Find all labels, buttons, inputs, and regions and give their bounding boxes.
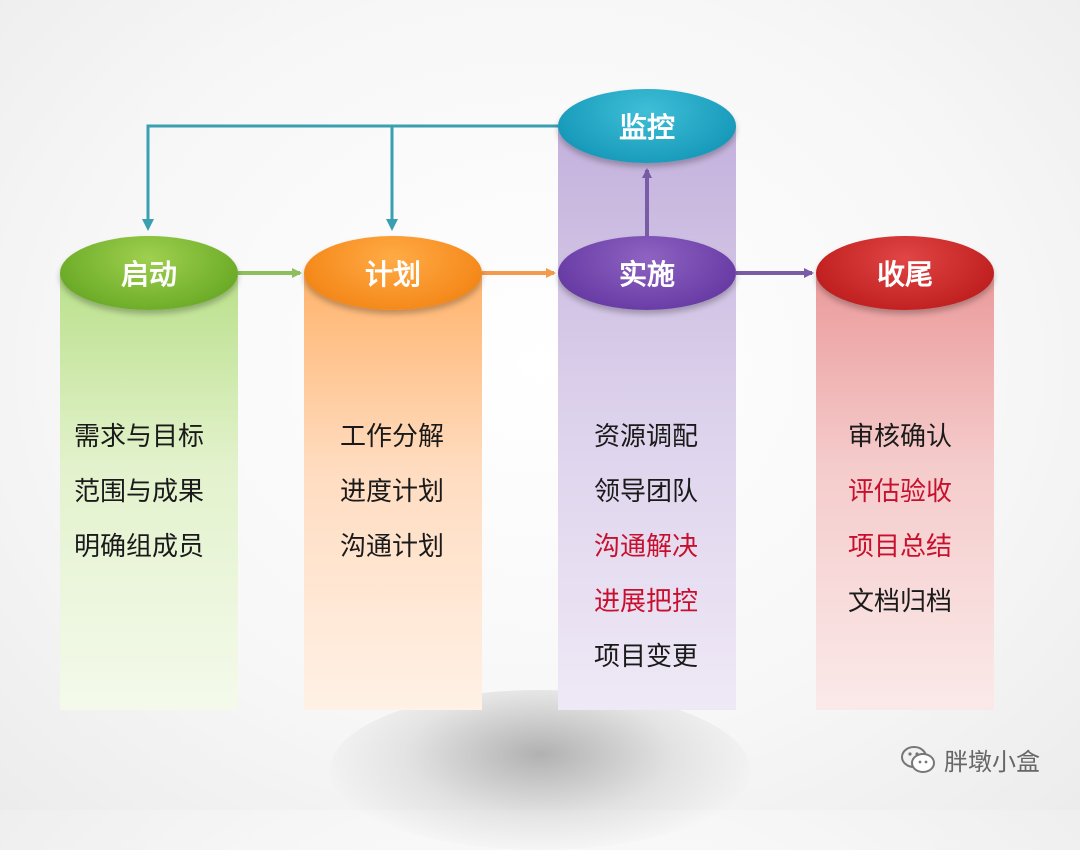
plan-column bbox=[304, 272, 482, 710]
list-item: 明确组成员 bbox=[74, 532, 205, 562]
list-item: 资源调配 bbox=[594, 422, 699, 452]
close-items: 审核确认 评估验收 项目总结 文档归档 bbox=[848, 410, 952, 630]
list-item: 沟通计划 bbox=[340, 532, 445, 562]
list-item: 沟通解决 bbox=[594, 532, 699, 562]
monitor-label: 监控 bbox=[618, 111, 675, 144]
initiate-items: 需求与目标 范围与成果 明确组成员 bbox=[74, 410, 204, 575]
plan-node: 计划 bbox=[304, 236, 482, 310]
list-item: 领导团队 bbox=[594, 477, 699, 507]
feedback-line bbox=[142, 124, 560, 231]
watermark-text: 胖墩小盒 bbox=[944, 748, 1040, 776]
initiate-label: 启动 bbox=[120, 258, 177, 291]
list-item: 评估验收 bbox=[848, 477, 953, 507]
plan-label: 计划 bbox=[364, 258, 421, 291]
list-item: 进展把控 bbox=[594, 587, 699, 617]
list-item: 需求与目标 bbox=[74, 422, 205, 452]
list-item: 范围与成果 bbox=[74, 477, 205, 507]
list-item: 工作分解 bbox=[340, 422, 445, 452]
execute-items: 资源调配 领导团队 沟通解决 进展把控 项目变更 bbox=[594, 410, 698, 685]
close-label: 收尾 bbox=[876, 258, 933, 291]
wechat-icon bbox=[901, 745, 935, 773]
close-column bbox=[816, 272, 994, 710]
close-node: 收尾 bbox=[816, 236, 994, 310]
execute-node: 实施 bbox=[558, 236, 736, 310]
initiate-column bbox=[60, 272, 238, 710]
list-item: 文档归档 bbox=[848, 587, 953, 617]
plan-items: 工作分解 进度计划 沟通计划 bbox=[340, 410, 444, 575]
monitor-node: 监控 bbox=[558, 89, 736, 163]
watermark: 胖墩小盒 bbox=[900, 742, 1040, 777]
execute-label: 实施 bbox=[618, 258, 675, 291]
list-item: 进度计划 bbox=[340, 477, 445, 507]
initiate-node: 启动 bbox=[60, 236, 238, 310]
list-item: 项目变更 bbox=[594, 642, 699, 672]
list-item: 审核确认 bbox=[848, 422, 953, 452]
list-item: 项目总结 bbox=[848, 532, 953, 562]
connector-lines bbox=[142, 124, 814, 278]
